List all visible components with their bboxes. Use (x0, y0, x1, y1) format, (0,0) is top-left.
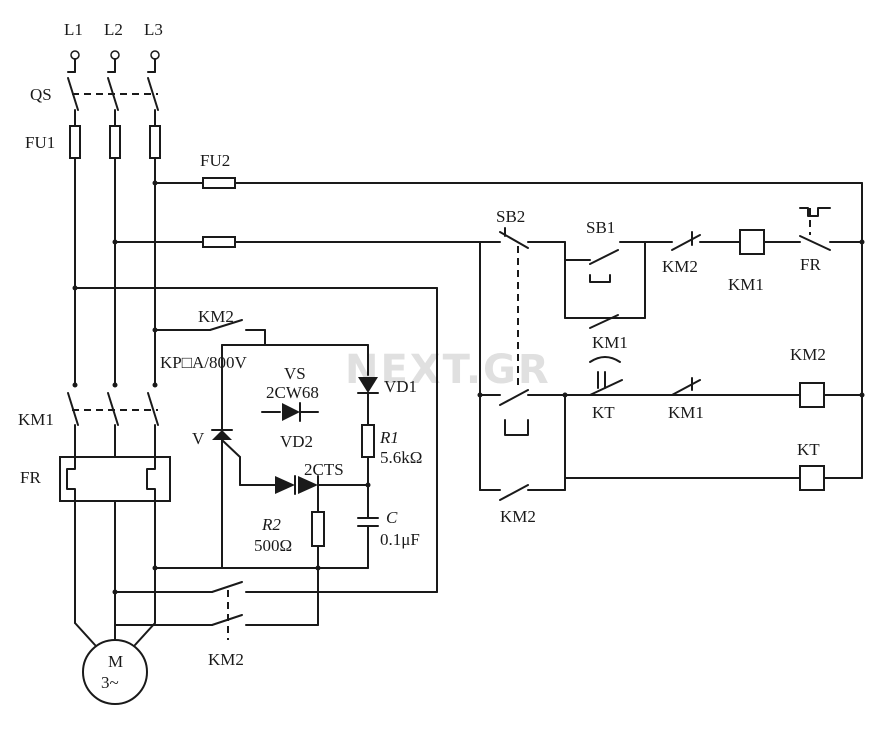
label-km1-coil: KM1 (728, 275, 764, 294)
label-vd1: VD1 (384, 377, 417, 396)
label-kp: KP□A/800V (160, 353, 247, 372)
label-km2-aux: KM2 (500, 507, 536, 526)
qs-switch (67, 71, 159, 111)
label-km2-coil: KM2 (790, 345, 826, 364)
label-c-val: 0.1μF (380, 530, 420, 549)
label-r1: R1 (379, 428, 399, 447)
phase-lines (74, 157, 204, 386)
label-vd2-part: 2CTS (304, 460, 344, 479)
watermark: NEXT.GR (345, 347, 551, 393)
label-r1-val: 5.6kΩ (380, 448, 422, 467)
km1-main-contacts (67, 382, 159, 458)
label-km2-top: KM2 (198, 307, 234, 326)
fu2-fuses (202, 177, 863, 248)
label-l1: L1 (64, 20, 83, 39)
label-km1-tim: KM1 (592, 333, 628, 352)
label-c: C (386, 508, 398, 527)
label-l2: L2 (104, 20, 123, 39)
label-fr-ctrl: FR (800, 255, 821, 274)
phase-terminals (70, 50, 160, 73)
label-r2: R2 (261, 515, 281, 534)
label-kt-contact: KT (592, 403, 615, 422)
fu1-fuses (69, 109, 161, 159)
label-sb1: SB1 (586, 218, 615, 237)
label-km1-nc2: KM1 (668, 403, 704, 422)
label-kt-coil: KT (797, 440, 820, 459)
label-vs-part: 2CW68 (266, 383, 319, 402)
label-v: V (192, 429, 205, 448)
label-fr-main: FR (20, 468, 41, 487)
fr-thermal-relay (59, 456, 171, 502)
label-l3: L3 (144, 20, 163, 39)
label-motor-3: 3~ (101, 673, 119, 692)
label-r2-val: 500Ω (254, 536, 292, 555)
motor-leads (74, 500, 438, 646)
control-circuit (477, 182, 865, 501)
label-qs: QS (30, 85, 52, 104)
label-fu1: FU1 (25, 133, 55, 152)
label-km2-bottom: KM2 (208, 650, 244, 669)
label-sb2: SB2 (496, 207, 525, 226)
thyristor-network (72, 285, 438, 593)
label-km1-main: KM1 (18, 410, 54, 429)
label-vd2: VD2 (280, 432, 313, 451)
label-fu2: FU2 (200, 151, 230, 170)
label-km2-ctrl-nc: KM2 (662, 257, 698, 276)
label-motor-m: M (108, 652, 123, 671)
label-vs: VS (284, 364, 306, 383)
motor (82, 639, 148, 705)
